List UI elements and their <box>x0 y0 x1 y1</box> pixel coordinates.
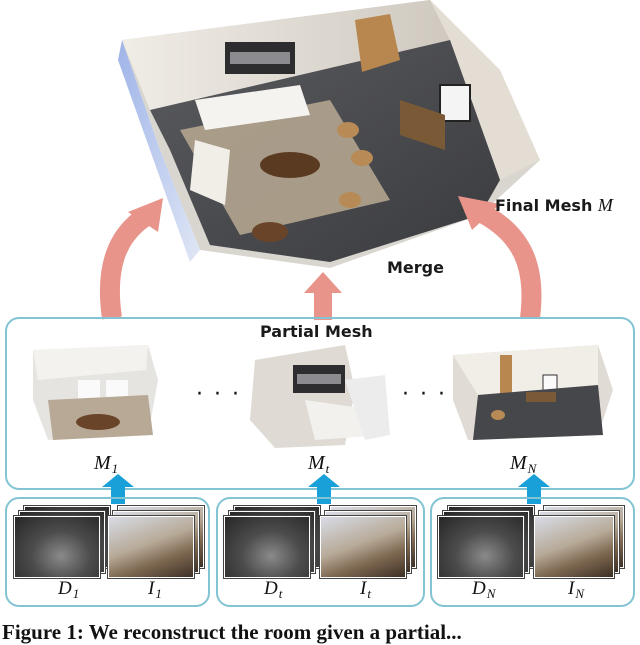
rgb-stack-1 <box>108 506 208 582</box>
ellipsis-right: · · · <box>402 382 447 407</box>
rgb-stack-N <box>534 506 634 582</box>
final-mesh-label: Final Mesh M <box>495 195 613 216</box>
merge-arrows <box>0 0 640 330</box>
partial-mesh-N-render <box>448 340 618 445</box>
merge-arrowhead-middle <box>304 272 342 293</box>
partial-mesh-1-render <box>28 340 188 445</box>
depth-stack-N <box>438 506 538 582</box>
image-label-N: IN <box>568 578 584 602</box>
merge-arrow-right <box>480 212 532 318</box>
merge-arrow-left <box>110 215 148 318</box>
figure-caption: Figure 1: We reconstruct the room given … <box>2 620 462 645</box>
merge-arrow-middle <box>314 292 332 320</box>
depth-label-N: DN <box>472 578 495 602</box>
rgb-stack-t <box>320 506 420 582</box>
depth-stack-t <box>224 506 324 582</box>
partial-mesh-t-render <box>245 340 395 450</box>
ellipsis-left: · · · <box>196 382 241 407</box>
image-label-t: It <box>360 578 371 602</box>
depth-label-1: D1 <box>58 578 79 602</box>
depth-stack-1 <box>14 506 114 582</box>
partial-mesh-label: Partial Mesh <box>260 322 373 341</box>
depth-label-t: Dt <box>264 578 282 602</box>
image-label-1: I1 <box>148 578 162 602</box>
final-mesh-text: Final Mesh <box>495 196 592 215</box>
final-mesh-symbol: M <box>598 195 613 215</box>
merge-label: Merge <box>387 258 444 277</box>
